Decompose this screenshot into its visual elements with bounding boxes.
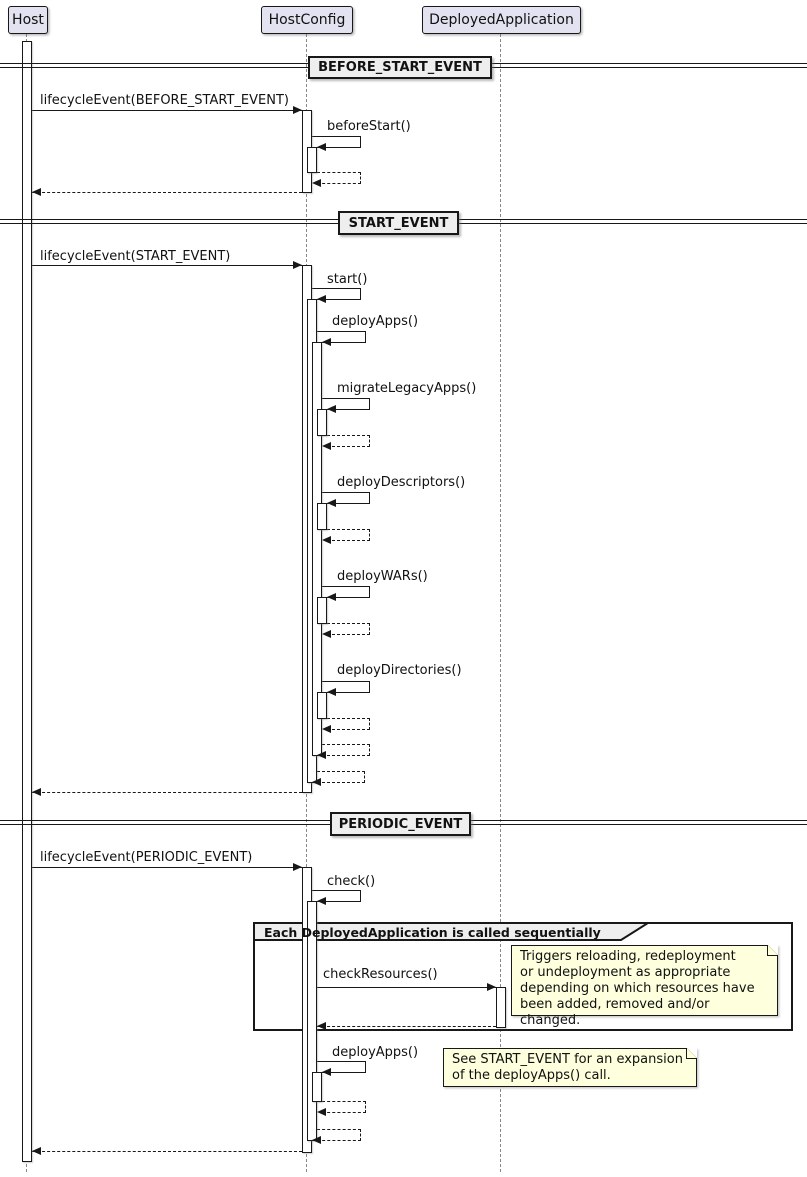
divider-before-start-label: BEFORE_START_EVENT <box>318 60 482 75</box>
divider-periodic-label: PERIODIC_EVENT <box>338 816 463 832</box>
message-arrow <box>32 110 302 111</box>
activation-nested <box>317 503 327 530</box>
arrowhead-icon <box>322 442 331 450</box>
group-header <box>253 922 649 941</box>
activation-nested <box>317 692 327 719</box>
arrowhead-icon <box>293 863 302 871</box>
lifeline-deployedapplication <box>500 34 501 1172</box>
self-return-loop <box>322 1101 366 1113</box>
divider-before-start-event: BEFORE_START_EVENT <box>308 56 492 79</box>
arrowhead-icon <box>327 499 336 507</box>
participant-host-label: Host <box>12 12 44 28</box>
activation-nested <box>312 1072 322 1102</box>
message-label: beforeStart() <box>327 119 411 134</box>
self-call-loop <box>322 681 370 693</box>
group-header-shape <box>253 922 649 941</box>
message-label: deployApps() <box>332 314 419 329</box>
message-label: start() <box>327 272 368 287</box>
self-return-loop <box>322 744 370 756</box>
group-label: Each DeployedApplication is called seque… <box>264 925 601 940</box>
message-label: deployDescriptors() <box>337 475 466 490</box>
arrowhead-icon <box>317 295 326 303</box>
self-call-loop <box>312 136 361 148</box>
arrowhead-icon <box>312 1136 321 1144</box>
arrowhead-icon <box>327 593 336 601</box>
note-deploy-apps: See START_EVENT for an expansion of the … <box>443 1048 697 1087</box>
participant-hostconfig: HostConfig <box>261 6 353 34</box>
message-label: deployWARs() <box>337 569 428 584</box>
activation-host <box>22 41 32 1162</box>
arrowhead-icon <box>317 751 326 759</box>
self-return-loop <box>317 172 361 184</box>
participant-deployedapplication: DeployedApplication <box>422 6 581 34</box>
arrowhead-icon <box>327 405 336 413</box>
arrowhead-icon <box>322 536 331 544</box>
self-return-loop <box>327 435 370 447</box>
message-label: lifecycleEvent(PERIODIC_EVENT) <box>40 850 253 865</box>
message-label: checkResources() <box>323 967 438 982</box>
participant-host: Host <box>8 6 48 34</box>
self-return-loop <box>327 529 370 541</box>
message-label: lifecycleEvent(BEFORE_START_EVENT) <box>40 93 289 108</box>
arrowhead-icon <box>327 688 336 696</box>
activation-nested <box>317 597 327 624</box>
self-call-loop <box>317 331 366 343</box>
group-box <box>253 922 793 1031</box>
arrowhead-icon <box>317 897 326 905</box>
arrowhead-icon <box>293 106 302 114</box>
return-arrow <box>32 192 302 193</box>
activation-nested <box>307 147 317 173</box>
divider-start-label: START_EVENT <box>348 215 449 231</box>
return-arrow <box>32 792 302 793</box>
self-return-loop <box>327 718 370 730</box>
self-call-loop <box>312 288 361 300</box>
arrowhead-icon <box>312 778 321 786</box>
participant-hostconfig-label: HostConfig <box>268 12 346 28</box>
message-label: deployApps() <box>332 1045 419 1060</box>
self-call-loop <box>322 492 370 504</box>
arrowhead-icon <box>293 261 302 269</box>
self-call-loop <box>312 890 361 902</box>
message-arrow <box>32 867 302 868</box>
message-label: deployDirectories() <box>337 663 462 678</box>
message-arrow <box>32 265 302 266</box>
divider-start-event: START_EVENT <box>338 211 459 235</box>
arrowhead-icon <box>322 725 331 733</box>
arrowhead-icon <box>487 983 496 991</box>
arrowhead-icon <box>317 143 326 151</box>
message-label: migrateLegacyApps() <box>337 381 477 396</box>
message-arrow <box>317 987 496 988</box>
message-label: check() <box>327 874 376 889</box>
activation-deployedapplication <box>496 987 506 1028</box>
self-return-loop <box>317 771 365 783</box>
arrowhead-icon <box>312 179 321 187</box>
arrowhead-icon <box>317 1108 326 1116</box>
arrowhead-icon <box>32 788 41 796</box>
arrowhead-icon <box>322 1068 331 1076</box>
return-arrow <box>32 1151 302 1152</box>
divider-periodic-event: PERIODIC_EVENT <box>330 812 471 836</box>
return-arrow <box>317 1026 496 1027</box>
arrowhead-icon <box>32 1147 41 1155</box>
note-check-resources: Triggers reloading, redeployment or unde… <box>511 945 778 1028</box>
arrowhead-icon <box>322 630 331 638</box>
participant-deployedapplication-label: DeployedApplication <box>429 12 574 28</box>
message-label: lifecycleEvent(START_EVENT) <box>40 249 231 264</box>
arrowhead-icon <box>32 188 41 196</box>
self-return-loop <box>317 1129 361 1141</box>
activation-nested <box>317 409 327 436</box>
arrowhead-icon <box>317 1022 326 1030</box>
self-call-loop <box>322 586 370 598</box>
self-return-loop <box>327 623 370 635</box>
self-call-loop <box>322 398 370 410</box>
arrowhead-icon <box>322 338 331 346</box>
self-call-loop <box>317 1061 366 1073</box>
